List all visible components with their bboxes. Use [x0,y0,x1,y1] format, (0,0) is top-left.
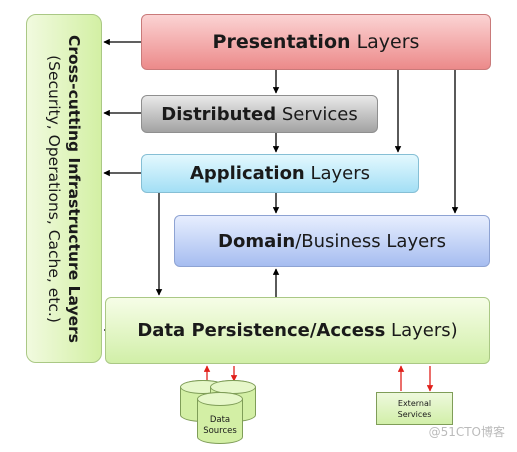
external-services-label-line2: Services [397,409,432,419]
persistence-layer-title: Data Persistence/Access [137,320,386,341]
data-sources-label-line1: Data [209,415,231,425]
presentation-layer-title: Presentation [212,31,351,53]
watermark: @51CTO博客 [428,425,505,439]
data-sources-database-icon: Data Sources [197,392,243,444]
application-layer: Application Layers [141,154,419,193]
domain-business-layer: Domain/Business Layers [174,215,490,267]
application-layer-title: Application [189,163,305,184]
cross-cutting-infrastructure-layer: Cross-cutting Infrastructure Layers (Sec… [26,14,102,363]
domain-layer-title: Domain [218,230,296,252]
presentation-layer: Presentation Layers [141,14,491,70]
domain-layer-suffix: /Business Layers [295,230,446,252]
cross-cutting-subtitle: (Security, Operations, Cache, etc.) [45,54,63,323]
external-services-label-line1: External [397,398,432,408]
external-services-box: External Services [376,392,453,425]
data-sources-label-line2: Sources [203,426,237,436]
cross-cutting-title: Cross-cutting Infrastructure Layers [65,34,83,343]
data-persistence-layer: Data Persistence/Access Layers) [105,297,490,364]
distributed-services-title: Distributed [161,103,277,125]
presentation-layer-suffix: Layers [350,31,420,53]
persistence-layer-suffix: Layers) [385,320,458,341]
distributed-services-suffix: Services [276,103,358,125]
distributed-services-layer: Distributed Services [141,95,378,133]
application-layer-suffix: Layers [304,163,371,184]
